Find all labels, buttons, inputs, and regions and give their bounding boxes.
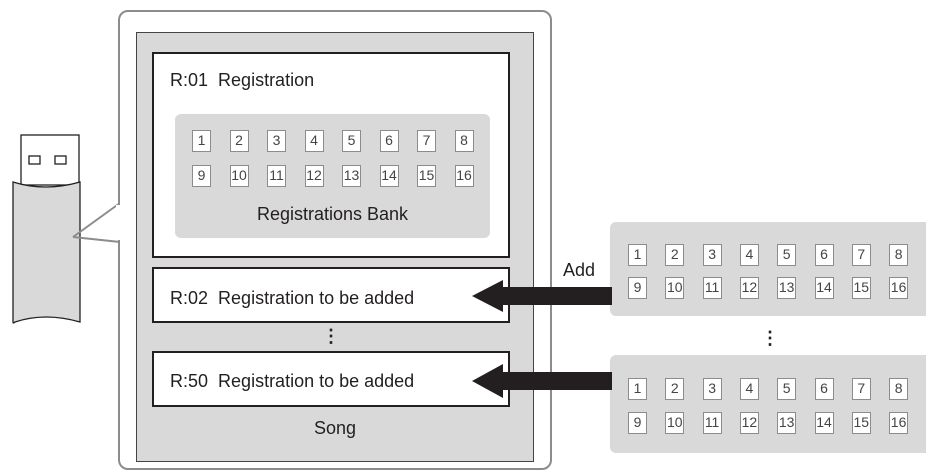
bank-slot: 15 [417,165,436,187]
bank-slot: 8 [889,378,909,400]
registration-card-added-1: R:02 Registration to be added [152,267,510,323]
bank-slot: 8 [889,244,909,266]
bank-slot: 16 [889,277,909,299]
registrations-bank-label: Registrations Bank [256,204,409,224]
bank-slot: 2 [665,378,685,400]
bank-slot: 16 [889,412,909,434]
usb-connector-hole-right [54,155,67,165]
bank-slot: 14 [814,412,834,434]
bank-slot: 12 [304,165,324,187]
bank-slot: 6 [814,378,834,400]
usb-connector-hole-left [28,155,41,165]
registration-added-2-title: R:50 Registration to be added [170,371,414,392]
bank-slot: 13 [342,165,361,187]
bank-slot: 7 [851,378,871,400]
bank-slot: 5 [777,244,797,266]
bank-slot: 2 [229,130,249,152]
bank-slot: 11 [702,412,722,434]
bank-slot: 9 [628,412,647,434]
bank-slot: 5 [777,378,797,400]
bank-slot: 12 [739,277,759,299]
bank-slot: 1 [628,244,647,266]
bank-slot: 7 [417,130,436,152]
add-label: Add [563,260,596,280]
bank-slot: 4 [304,130,324,152]
bank-slot: 11 [702,277,722,299]
bank-slot: 14 [814,277,834,299]
registration-added-1-title: R:02 Registration to be added [170,288,414,309]
bank-slot: 12 [739,412,759,434]
callout-gap [116,205,122,240]
bank-slot: 9 [192,165,211,187]
bank-slot: 10 [665,412,685,434]
bank-slot: 2 [665,244,685,266]
bank-slot: 1 [192,130,211,152]
registration-added-1-name: Registration to be added [218,288,415,308]
vertical-ellipsis-banks: ⋮ [761,328,779,348]
bank-slot: 3 [702,378,722,400]
song-label: Song [313,418,357,438]
bank-slot: 9 [628,277,647,299]
bank-slot: 3 [702,244,722,266]
bank-slot: 13 [777,412,797,434]
usb-drive-icon [12,181,81,324]
registration-card-added-2: R:50 Registration to be added [152,351,510,407]
bank-slot: 8 [454,130,474,152]
bank-slot: 6 [379,130,399,152]
bank-slot: 4 [739,378,759,400]
bank-slot: 7 [851,244,871,266]
bank-slot: 5 [342,130,361,152]
bank-slot: 13 [777,277,797,299]
bank-slot: 10 [665,277,685,299]
bank-slot: 11 [267,165,286,187]
vertical-ellipsis-song: ⋮ [322,326,340,346]
diagram-graphics [12,134,121,324]
bank-slot: 6 [814,244,834,266]
bank-slot: 1 [628,378,647,400]
bank-slot: 15 [851,412,871,434]
bank-slot: 10 [229,165,249,187]
callout-line-bottom [72,236,121,243]
bank-slot: 15 [851,277,871,299]
bank-slot: 16 [454,165,474,187]
registration-main-name: Registration [218,70,315,90]
registration-added-2-number: R:50 [170,371,209,391]
bank-slot: 14 [379,165,399,187]
registration-added-2-name: Registration to be added [218,371,415,391]
registration-main-title: R:01 Registration [170,70,314,91]
registration-main-number: R:01 [170,70,209,90]
bank-slot: 4 [739,244,759,266]
registration-added-1-number: R:02 [170,288,209,308]
bank-slot: 3 [267,130,286,152]
callout-line-top [72,202,121,238]
